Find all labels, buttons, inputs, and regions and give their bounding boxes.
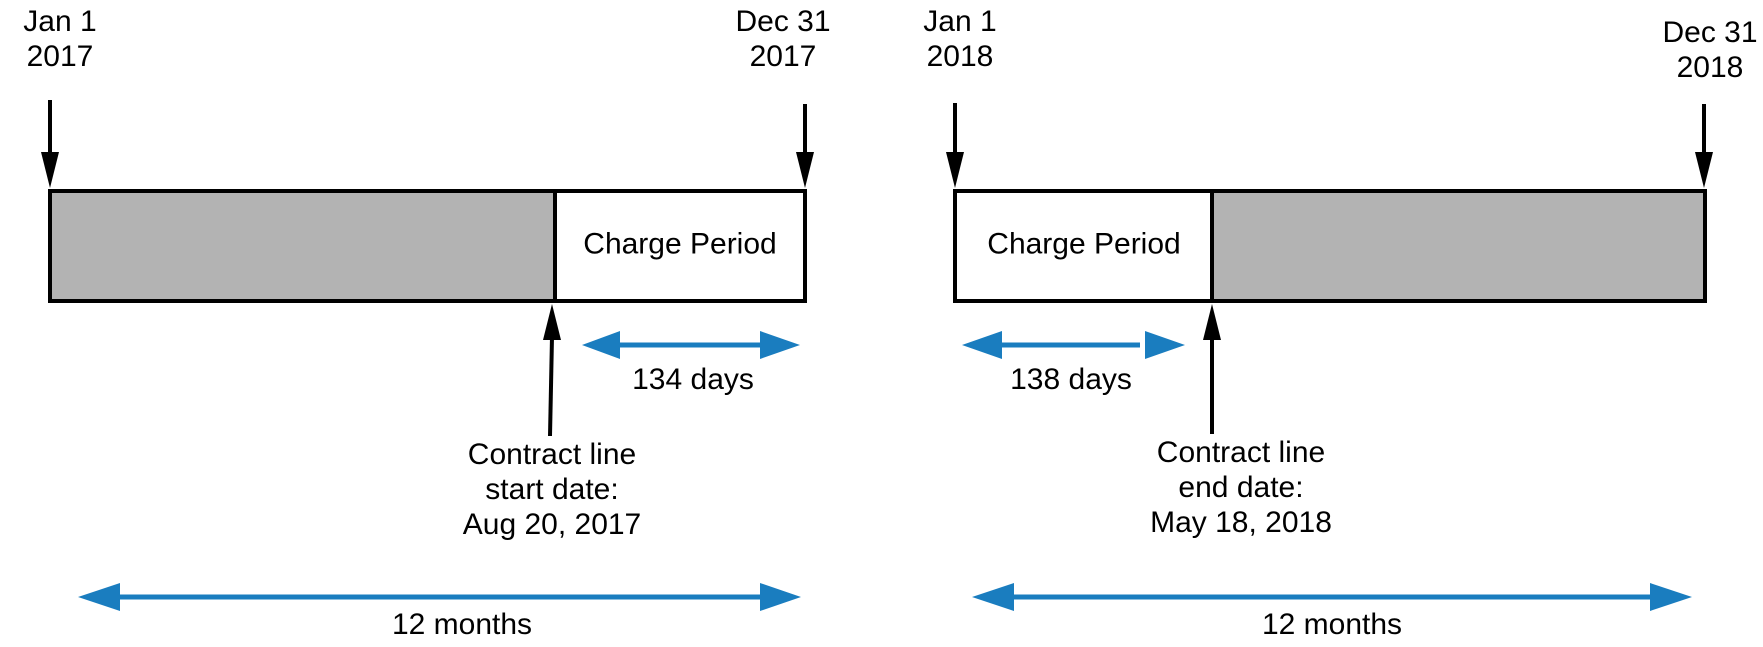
contract-start-line1: Contract line (467, 438, 637, 471)
charge-period-label-2018: Charge Period (987, 227, 1181, 261)
end-year-2017: 2017 (749, 40, 817, 73)
charge-days-arrow-2018 (962, 331, 1185, 359)
year-span-arrow-2017 (78, 583, 801, 611)
charge-days-label-2017: 134 days (632, 363, 754, 396)
start-date-label-2017: Jan 1 2017 (23, 4, 96, 74)
contract-end-line1: Contract line (1156, 436, 1326, 469)
year-bar-2018-outside-segment (1210, 189, 1707, 303)
start-month-day-2018: Jan 1 (923, 5, 997, 38)
start-date-label-2018: Jan 1 2018 (923, 4, 996, 74)
contract-start-arrow (543, 304, 561, 437)
start-year-2018: 2018 (926, 40, 994, 73)
end-marker-arrow-2018 (1695, 104, 1713, 188)
start-year-2017: 2017 (26, 40, 94, 73)
end-date-label-2018: Dec 31 2018 (1662, 15, 1757, 85)
end-month-day-2018: Dec 31 (1662, 16, 1758, 49)
year-span-label-2017: 12 months (391, 608, 533, 641)
year-bar-2017-outside-segment (48, 189, 557, 303)
contract-end-date: May 18, 2018 (1150, 506, 1332, 539)
end-month-day-2017: Dec 31 (735, 5, 831, 38)
contract-end-arrow (1203, 304, 1221, 434)
contract-start-label: Contract line start date: Aug 20, 2017 (463, 437, 642, 542)
panel-2017 (41, 100, 814, 611)
contract-end-label: Contract line end date: May 18, 2018 (1150, 435, 1332, 540)
end-date-label-2017: Dec 31 2017 (735, 4, 830, 74)
panel-2018 (946, 103, 1713, 611)
end-year-2018: 2018 (1676, 51, 1744, 84)
contract-end-line2: end date: (1178, 471, 1304, 504)
charge-days-label-2018: 138 days (1010, 363, 1132, 396)
contract-start-line2: start date: (485, 473, 619, 506)
start-marker-arrow-2017 (41, 100, 59, 188)
start-marker-arrow-2018 (946, 103, 964, 188)
year-span-label-2018: 12 months (1261, 608, 1403, 641)
year-span-arrow-2018 (972, 583, 1692, 611)
charge-period-label-2017: Charge Period (583, 227, 777, 261)
year-bar-2017-charge-segment (553, 189, 807, 303)
start-month-day-2017: Jan 1 (23, 5, 97, 38)
contract-start-date: Aug 20, 2017 (462, 508, 642, 541)
charge-days-arrow-2017 (582, 331, 800, 359)
end-marker-arrow-2017 (796, 104, 814, 188)
